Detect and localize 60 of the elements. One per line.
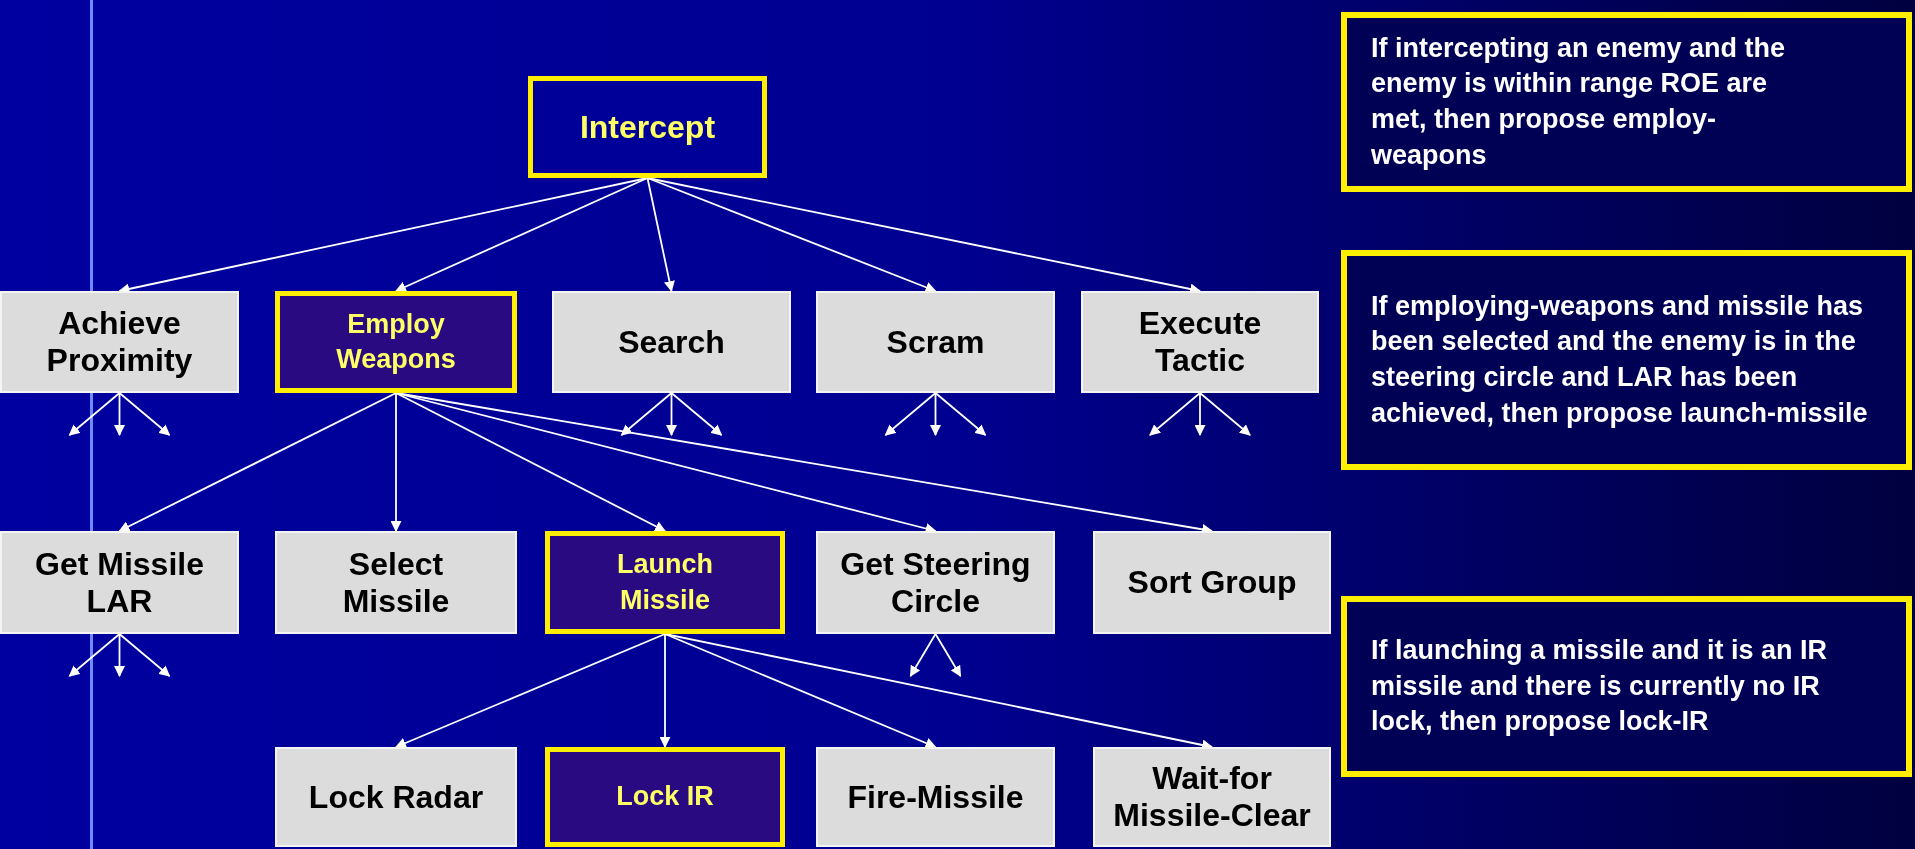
goal-box (528, 76, 767, 178)
node-label: Get Missile LAR (34, 545, 205, 620)
arrow (118, 633, 171, 677)
active-operator-box (545, 531, 785, 634)
arrow (68, 392, 121, 436)
arrow (646, 177, 675, 293)
operator-box (1093, 747, 1331, 847)
arrow (114, 392, 125, 437)
node-label: Fire-Missile (847, 778, 1024, 816)
operator-box (816, 531, 1055, 634)
node-label: Get Steering Circle (839, 545, 1032, 620)
node-label: Lock Radar (308, 778, 484, 816)
arrow (659, 633, 671, 749)
node-label: Search (618, 323, 725, 361)
arrow (395, 392, 666, 532)
operator-box (816, 291, 1055, 393)
node-label: Employ Weapons (335, 307, 457, 376)
arrow (114, 633, 125, 678)
active-operator-box (275, 291, 517, 393)
arrow (934, 633, 962, 677)
active-operator-box (545, 747, 785, 847)
node-label: Scram (886, 323, 985, 361)
operator-box (816, 747, 1055, 847)
operator-box (1081, 291, 1319, 393)
operator-box (275, 747, 517, 847)
arrow (118, 392, 171, 436)
arrow (68, 633, 121, 677)
operator-box (0, 531, 239, 634)
node-label: Lock IR (616, 780, 714, 814)
arrow (909, 633, 937, 677)
arrow (395, 177, 649, 292)
arrow (646, 177, 937, 293)
node-label: Achieve Proximity (45, 305, 194, 379)
arrow (664, 633, 937, 749)
arrow (390, 392, 402, 533)
arrow (395, 392, 937, 534)
node-label: Select Missile (341, 545, 451, 620)
operator-box (552, 291, 791, 393)
arrow (1199, 392, 1251, 436)
arrow (666, 392, 677, 437)
node-label: Execute Tactic (1137, 305, 1263, 379)
node-label: If employing-weapons and missile has been selected and the enemy is in the steering circle and LAR has been achieved, then propose launch-missile (1371, 289, 1869, 430)
operator-box (0, 291, 239, 393)
node-label: Intercept (579, 108, 716, 147)
arrow (930, 392, 941, 437)
arrow (1149, 392, 1201, 436)
node-label: Launch Missile (616, 548, 714, 617)
operator-box (1093, 531, 1331, 634)
arrow (670, 392, 723, 436)
node-label: Wait-for Missile-Clear (1112, 760, 1312, 834)
operator-box (275, 531, 517, 634)
node-label: Sort Group (1127, 564, 1297, 601)
arrow (395, 633, 666, 749)
node-label: If launching a missile and it is an IR missile and there is currently no IR lock, then propose lock-IR (1371, 634, 1829, 739)
arrow (934, 392, 987, 436)
arrow (620, 392, 673, 436)
node-label: If intercepting an enemy and the enemy is within range ROE are met, then propose employ-weapons (1371, 31, 1787, 172)
arrow (884, 392, 937, 436)
arrow (118, 392, 397, 532)
arrow (1194, 392, 1206, 437)
